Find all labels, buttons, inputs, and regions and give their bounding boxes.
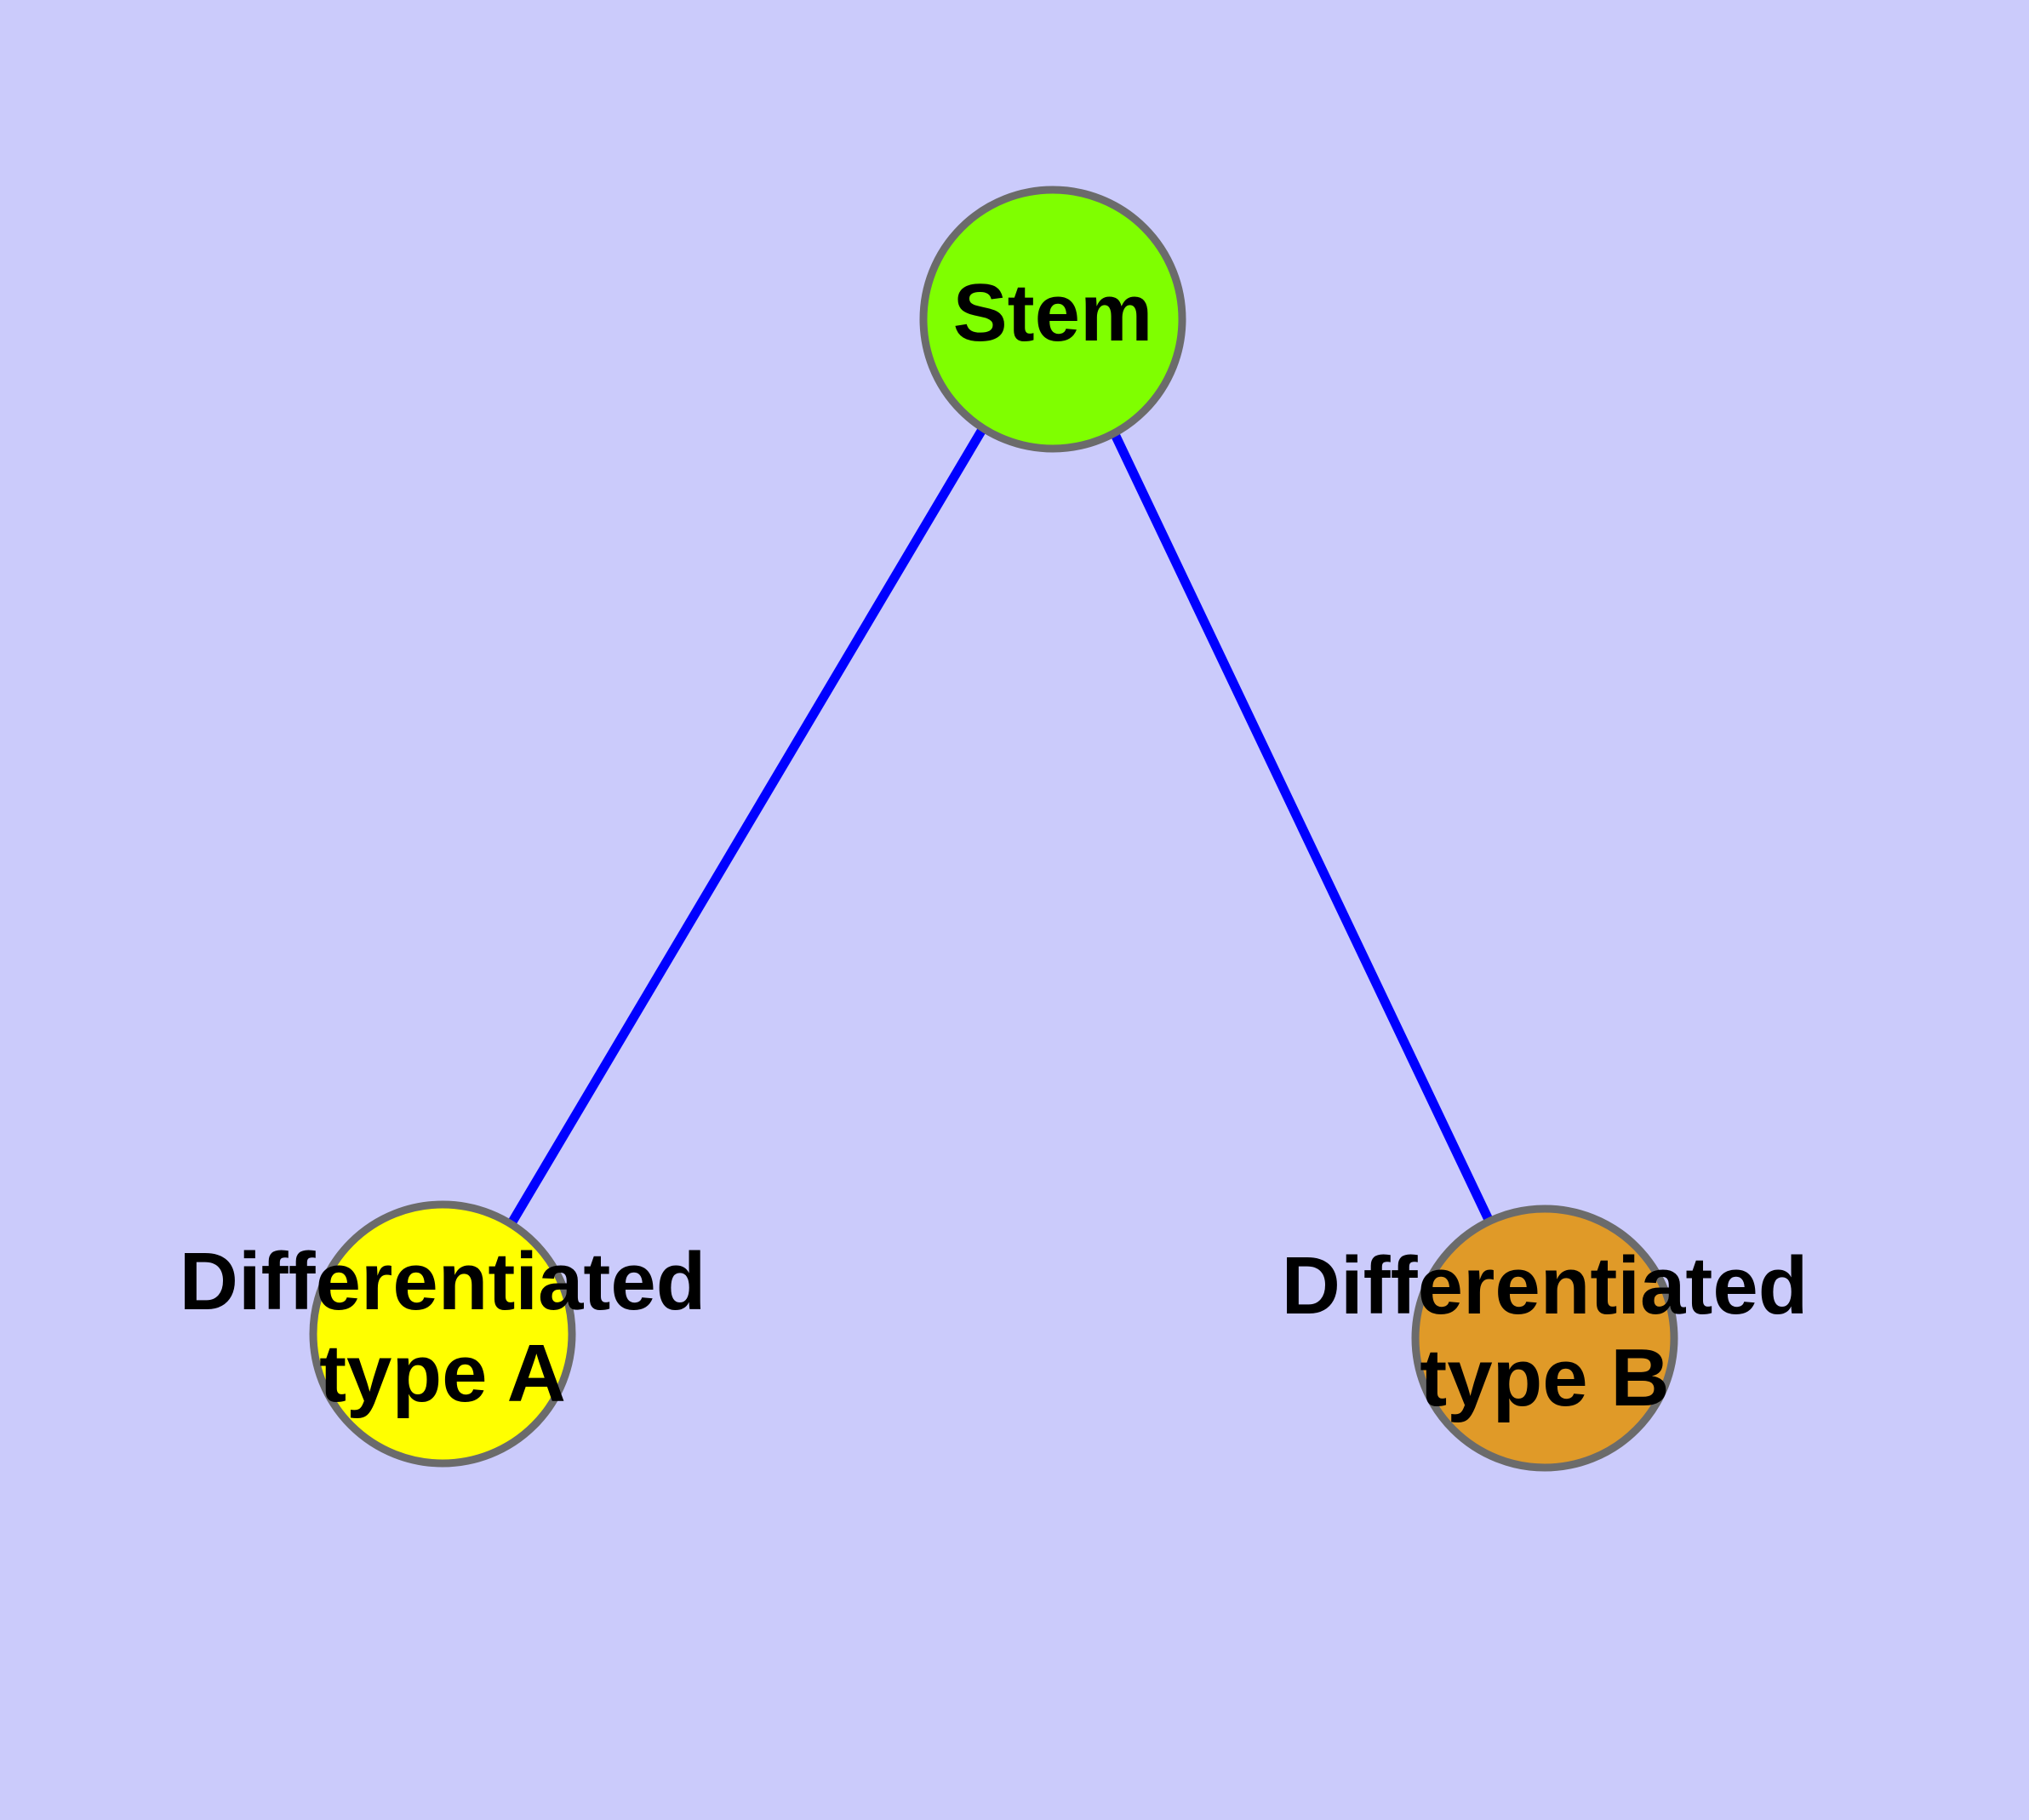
node-label-line: type A (319, 1328, 566, 1419)
node-differentiated-type-b[interactable] (1411, 1205, 1678, 1472)
node-stem[interactable] (919, 186, 1186, 453)
node-differentiated-type-a-circle[interactable] (309, 1200, 576, 1468)
edge-stem-to-differentiated-type-a[interactable] (507, 426, 987, 1226)
node-label-line: Differentiated (1282, 1240, 1809, 1331)
edges-layer (507, 426, 1495, 1228)
edge-stem-to-differentiated-type-b[interactable] (1109, 428, 1495, 1228)
node-differentiated-type-b-circle[interactable] (1411, 1205, 1678, 1472)
node-label-line: Stem (953, 267, 1153, 358)
nodes-layer (309, 186, 1678, 1472)
node-differentiated-type-a[interactable] (309, 1200, 576, 1468)
node-label-line: Differentiated (180, 1236, 706, 1327)
node-stem-label: Stem (953, 267, 1153, 358)
node-label-line: type B (1420, 1332, 1669, 1423)
node-stem-circle[interactable] (919, 186, 1186, 453)
